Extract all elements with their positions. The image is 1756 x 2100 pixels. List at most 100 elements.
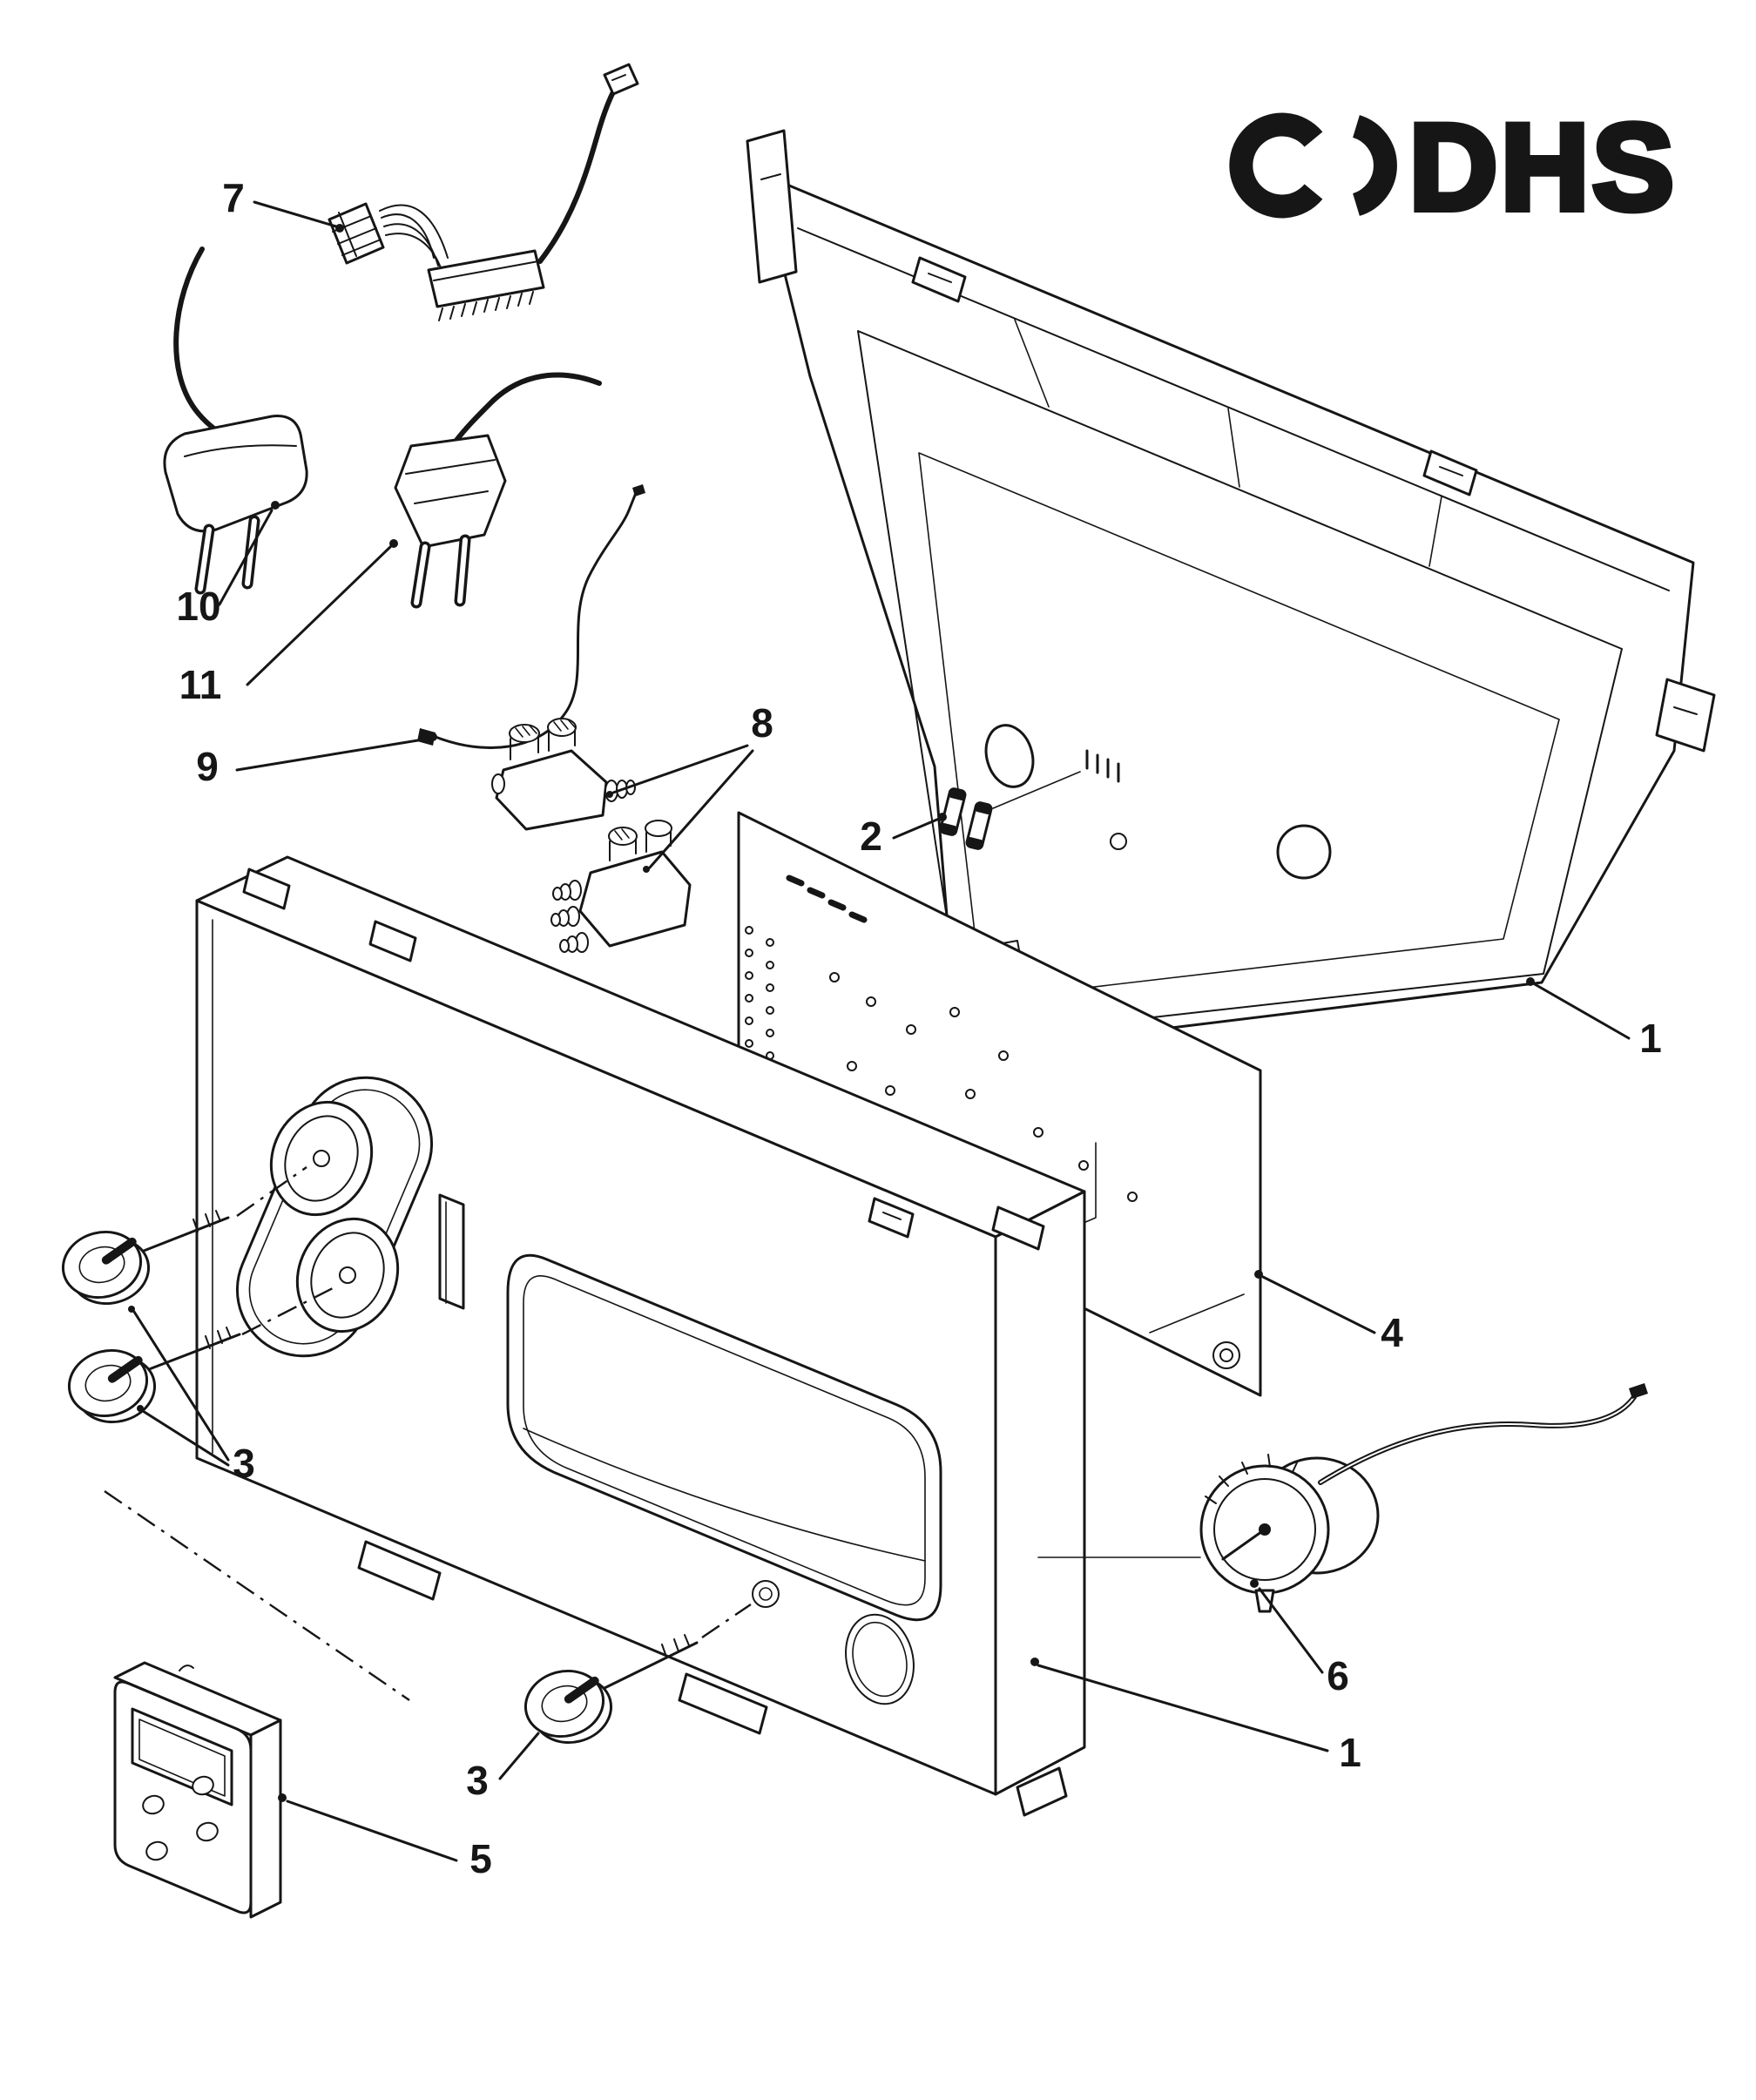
panel-hook — [868, 1197, 915, 1239]
cable-tip — [632, 484, 645, 496]
pcb-mounting-hole — [1212, 1341, 1240, 1369]
fuse-holder-pins — [1085, 749, 1120, 783]
housing-oval-hole — [984, 724, 1035, 788]
panel-foot-tab — [1016, 1766, 1068, 1817]
panel-slot — [438, 1193, 465, 1310]
leader-dot — [271, 501, 280, 510]
part-3-knobs — [56, 1210, 699, 1752]
harness-top-plug — [603, 63, 639, 96]
display-button — [142, 1794, 165, 1815]
display-button — [196, 1821, 219, 1842]
alignment-centerlines — [104, 1166, 752, 1701]
valve-block-lower — [578, 850, 692, 948]
part-9-sensor-cable — [417, 484, 645, 749]
fuse — [965, 801, 993, 850]
panel-foot-tab — [357, 1540, 442, 1601]
logo-crescent-right-icon — [1352, 115, 1397, 216]
callout-8-label: 8 — [751, 700, 773, 746]
part-6-pressure-gauge — [1037, 1383, 1648, 1613]
display-window — [506, 1253, 942, 1622]
gauge-needle — [1221, 1528, 1266, 1561]
panel-tab — [242, 868, 291, 910]
callout-1-bottom-label: 1 — [1339, 1730, 1361, 1775]
part-2-fuses — [939, 771, 1081, 850]
housing-right-flange — [1655, 678, 1716, 753]
panel-foot-tab — [678, 1672, 768, 1735]
display-button — [145, 1840, 168, 1861]
callout-2-label: 2 — [860, 814, 882, 859]
leader-dot — [278, 1793, 287, 1802]
callout-3-bottom: 3 — [466, 1732, 540, 1803]
leader-dot — [389, 539, 398, 548]
callout-2: 2 — [860, 813, 947, 859]
capillary-tip — [1629, 1383, 1648, 1399]
callout-10: 10 — [176, 501, 280, 629]
panel-tab — [368, 920, 417, 962]
part-1-rear-housing — [746, 129, 1716, 1056]
leader-dot — [1254, 1270, 1263, 1279]
callout-6: 6 — [1250, 1579, 1349, 1698]
part-8-valve-assemblies — [491, 718, 692, 953]
callout-1-top: 1 — [1526, 977, 1662, 1061]
callout-7-label: 7 — [222, 175, 245, 220]
knob-hole-upper — [269, 1100, 374, 1217]
plug-body — [394, 434, 507, 549]
gauge-scale-ticks — [1205, 1454, 1299, 1504]
gauge-stem — [1254, 1589, 1275, 1613]
harness-small-connector — [328, 202, 385, 265]
callout-4-label: 4 — [1381, 1310, 1403, 1355]
leader-dot — [938, 813, 947, 821]
callout-9-label: 9 — [196, 744, 219, 789]
leader-dot — [1030, 1658, 1039, 1666]
display-button — [192, 1775, 214, 1796]
logo-crescent-left-icon — [1229, 112, 1323, 219]
panel-oval-hole — [845, 1613, 915, 1705]
callout-7: 7 — [222, 175, 344, 233]
part-5-display-unit — [113, 1661, 282, 1919]
callout-6-label: 6 — [1327, 1653, 1349, 1698]
leader-dot — [1250, 1579, 1259, 1588]
plug-body — [163, 415, 308, 533]
part-11-power-plug — [394, 372, 602, 609]
callout-9: 9 — [196, 733, 437, 789]
knob — [62, 1341, 161, 1432]
part-1-front-panel — [195, 855, 1086, 1817]
housing-outline — [772, 179, 1695, 1056]
valve-block-upper — [495, 749, 608, 831]
leader-dot — [335, 224, 344, 233]
leader-dot — [128, 1306, 135, 1313]
knob-shaft-hole — [752, 1580, 780, 1608]
callout-8: 8 — [606, 700, 773, 873]
housing-round-hole — [1276, 824, 1332, 880]
leader-dot — [643, 866, 650, 873]
housing-tab — [911, 256, 967, 303]
leader-dot — [606, 791, 613, 798]
part-7-wiring-harness — [328, 63, 639, 321]
callout-1-top-label: 1 — [1639, 1016, 1662, 1061]
part-10-power-plug — [163, 246, 308, 595]
pcb-outline — [737, 811, 1262, 1397]
leader-dot — [137, 1405, 144, 1412]
display-right-face — [249, 1718, 282, 1919]
brand-logo: DHS — [1229, 95, 1678, 239]
knob — [56, 1223, 155, 1313]
callout-3-left-label: 3 — [233, 1441, 255, 1486]
knob-hole-lower — [295, 1217, 400, 1334]
callout-3-bottom-label: 3 — [466, 1758, 489, 1803]
callout-4: 4 — [1254, 1270, 1403, 1355]
callout-5: 5 — [278, 1793, 492, 1881]
panel-right-face — [994, 1190, 1086, 1796]
callout-11: 11 — [179, 539, 398, 707]
cable-end-connector — [417, 728, 436, 746]
callout-1-bottom: 1 — [1030, 1658, 1361, 1775]
callout-3-left: 3 — [128, 1306, 255, 1486]
callout-11-label: 11 — [179, 662, 222, 707]
callout-10-label: 10 — [176, 584, 220, 629]
fuse — [939, 787, 967, 836]
logo-text: DHS — [1409, 98, 1678, 235]
housing-tab — [1422, 449, 1478, 496]
leader-dot — [429, 733, 437, 741]
housing-left-flange — [746, 129, 798, 284]
